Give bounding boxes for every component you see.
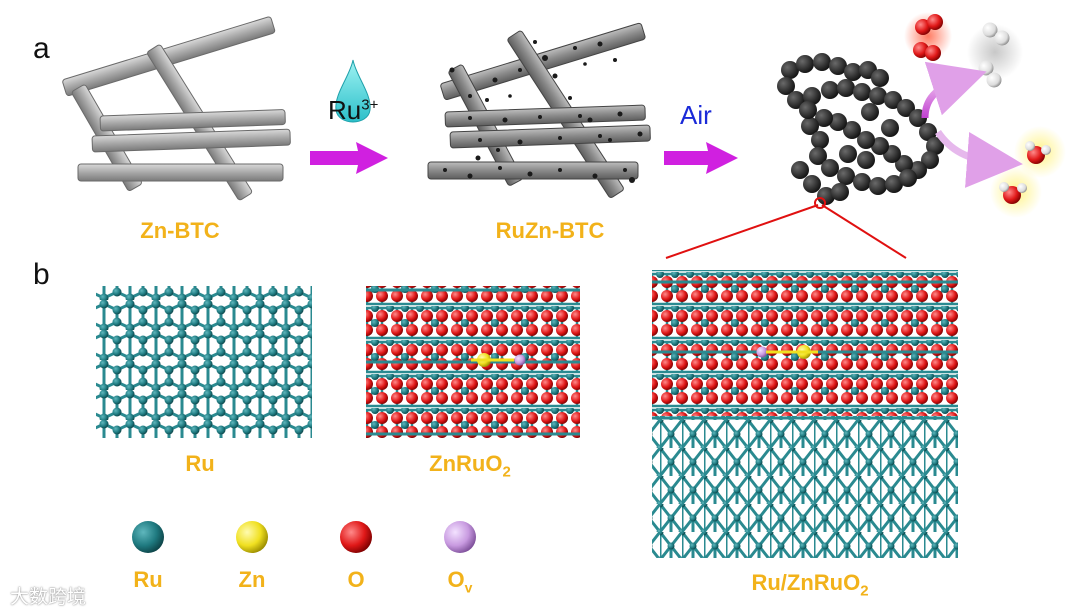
legend-ov-swatch: [444, 521, 476, 553]
legend-o-swatch: [340, 521, 372, 553]
ru-structure-label: Ru: [185, 451, 214, 476]
panel-b-letter: b: [33, 258, 50, 292]
h2o-molecule-icon: [990, 126, 1066, 218]
legend-ov-subscript: v: [465, 579, 473, 595]
atmosphere-label: Air: [680, 100, 712, 131]
zoom-line-right: [822, 205, 906, 258]
zn-btc-rods: [62, 16, 290, 201]
ru-znruo2-structure-subscript: 2: [860, 582, 868, 599]
arrow-1-icon: [310, 142, 388, 174]
znruo2-lattice-model: [366, 286, 580, 438]
ru-znruo2-structure-caption: Ru/ZnRuO2: [720, 570, 900, 599]
znruo2-structure-caption: ZnRuO2: [400, 451, 540, 480]
ru-structure-caption: Ru: [160, 451, 240, 477]
zoom-line-left: [666, 205, 818, 258]
legend-ru-label: Ru: [118, 567, 178, 593]
curved-arrow-up-icon: [925, 80, 960, 118]
legend-ru-swatch: [132, 521, 164, 553]
znruo2-structure-subscript: 2: [502, 463, 510, 480]
ru-znruo2-interface-model: [652, 270, 958, 558]
panel-a-letter: a: [33, 32, 50, 66]
legend-o-label: O: [326, 567, 386, 593]
reagent-charge: 3+: [361, 96, 378, 113]
reagent-label: Ru3+: [328, 95, 378, 126]
legend-ov-label: Ov: [430, 567, 490, 595]
reagent-text: Ru: [328, 95, 361, 125]
arrow-2-icon: [664, 142, 738, 174]
legend-zn-label: Zn: [222, 567, 282, 593]
legend-ov-text: O: [448, 567, 465, 592]
ru-znruo2-particle-chain: [777, 53, 944, 208]
ru-znruo2-structure-label: Ru/ZnRuO: [751, 570, 860, 595]
zn-btc-caption: Zn-BTC: [110, 218, 250, 244]
ru-lattice-model: [96, 286, 312, 438]
ruzn-btc-caption: RuZn-BTC: [470, 218, 630, 244]
legend-atoms: [132, 521, 476, 553]
legend-zn-swatch: [236, 521, 268, 553]
curved-arrow-down-icon: [938, 132, 995, 162]
znruo2-structure-label: ZnRuO: [429, 451, 502, 476]
watermark: 大数跨境: [10, 582, 86, 609]
h2-molecule-icon: [967, 23, 1023, 88]
ruzn-btc-rods: [428, 23, 650, 199]
o2-molecule-icon: [904, 12, 952, 61]
